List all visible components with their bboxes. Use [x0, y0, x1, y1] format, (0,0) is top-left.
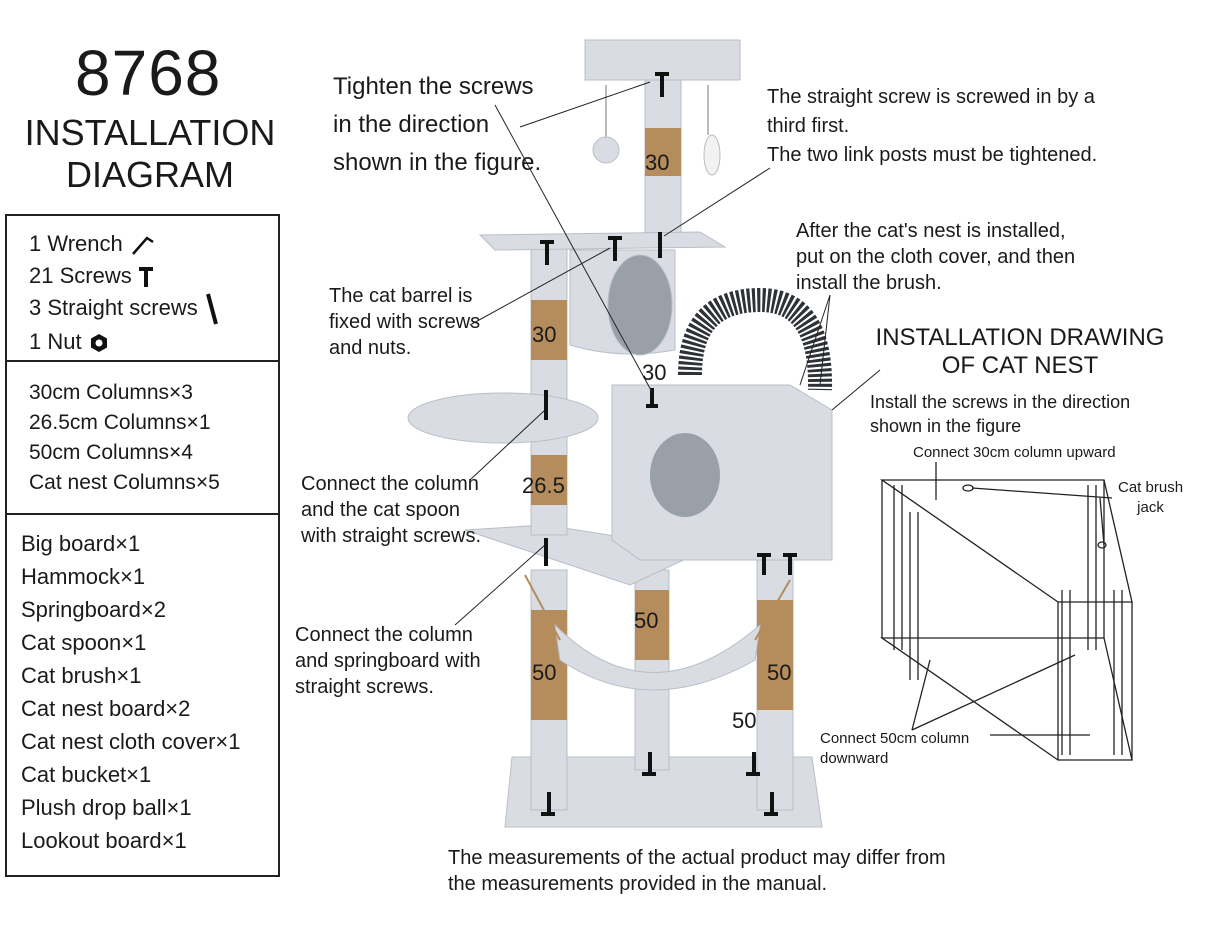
- lookout-board: [584, 39, 741, 81]
- hammock: [554, 623, 761, 691]
- dim-right-lower: 50: [767, 660, 792, 685]
- column-item: 30cm Columns×3: [29, 381, 193, 404]
- dim-top-post: 30: [645, 150, 670, 175]
- hardware-item-wrench: 1 Wrench: [29, 228, 278, 260]
- part-item: Cat bucket×1: [21, 762, 152, 787]
- page-title: INSTALLATION DIAGRAM: [20, 112, 280, 196]
- cat-brush: [678, 287, 833, 391]
- nest-drawing-title: INSTALLATION DRAWING OF CAT NEST: [875, 324, 1165, 379]
- dim-middle-post: 30: [642, 360, 667, 385]
- wrench-icon: [131, 236, 154, 256]
- downward-label: Connect 50cm column downward: [820, 730, 970, 767]
- middle-board: [478, 231, 727, 251]
- barrel-callout: The cat barrel is fixed with screws and …: [329, 285, 481, 359]
- columns-box: 30cm Columns×3 26.5cm Columns×1 50cm Col…: [5, 362, 280, 515]
- nut-icon: [90, 334, 107, 353]
- part-item: Cat spoon×1: [21, 630, 147, 655]
- part-item: Lookout board×1: [21, 828, 187, 853]
- straight-screw-icon: [205, 293, 218, 325]
- spoon-callout: Connect the column and the cat spoon wit…: [301, 473, 482, 547]
- dim-center-post: 50: [634, 608, 659, 633]
- part-item: Springboard×2: [21, 597, 166, 622]
- column-item: 26.5cm Columns×1: [29, 411, 211, 434]
- parts-box: Big board×1 Hammock×1 Springboard×2 Cat …: [5, 515, 280, 877]
- upward-label: Connect 30cm column upward: [913, 444, 1116, 461]
- straight-screw-callout: The straight screw is screwed in by a th…: [767, 86, 1098, 166]
- part-item: Plush drop ball×1: [21, 795, 192, 820]
- model-number: 8768: [75, 37, 222, 109]
- hardware-item-straight-screws: 3 Straight screws: [29, 292, 278, 326]
- nest-drawing: [879, 462, 1133, 761]
- dim-spoon-post: 26.5: [522, 473, 565, 498]
- dim-left-lower: 50: [532, 660, 557, 685]
- title-line-2: DIAGRAM: [65, 154, 234, 195]
- dim-left-post: 30: [532, 322, 557, 347]
- t-screw-icon: [138, 267, 153, 288]
- nest-drawing-subtitle: Install the screws in the direction show…: [870, 392, 1131, 436]
- part-item: Cat brush×1: [21, 663, 142, 688]
- part-item: Cat nest cloth cover×1: [21, 729, 241, 754]
- column-item: Cat nest Columns×5: [29, 471, 220, 494]
- column-item: 50cm Columns×4: [29, 441, 193, 464]
- springboard-callout: Connect the column and springboard with …: [295, 624, 481, 698]
- screw-marks: [540, 72, 797, 816]
- plush-mouse: [703, 134, 721, 176]
- disclaimer: The measurements of the actual product m…: [448, 847, 946, 895]
- part-item: Big board×1: [21, 531, 141, 556]
- part-item: Hammock×1: [21, 564, 146, 589]
- dim-base-label: 50: [732, 708, 757, 733]
- tighten-callout: Tighten the screws in the direction show…: [333, 73, 542, 176]
- brush-jack-label: Cat brush jack: [1118, 479, 1184, 516]
- title-line-1: INSTALLATION: [24, 112, 276, 153]
- cat-nest: [611, 384, 833, 561]
- leader-lines: [454, 81, 881, 626]
- nest-cover-callout: After the cat's nest is installed, put o…: [796, 220, 1076, 294]
- plush-drop-ball: [592, 136, 620, 164]
- cat-spoon: [407, 392, 599, 444]
- hardware-box: 1 Wrench 21 Screws 3 Straight screws 1 N…: [5, 214, 280, 362]
- hardware-item-nut: 1 Nut: [29, 326, 278, 358]
- base-board: [504, 756, 823, 828]
- part-item: Cat nest board×2: [21, 696, 191, 721]
- hardware-item-screws: 21 Screws: [29, 260, 278, 292]
